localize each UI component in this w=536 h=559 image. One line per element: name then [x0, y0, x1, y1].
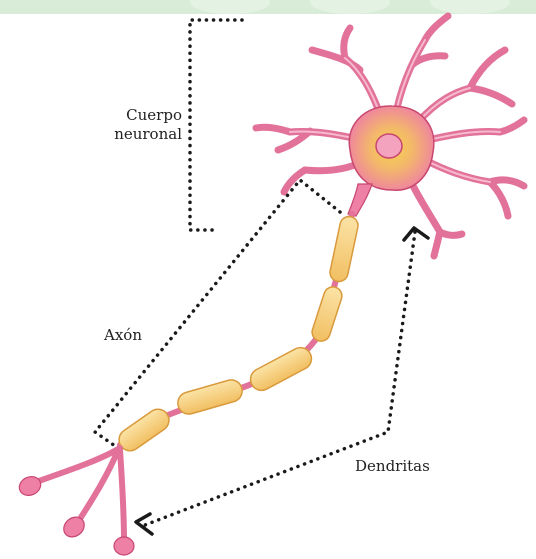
nucleus — [376, 134, 402, 158]
myelin-sheaths — [115, 215, 360, 455]
dendritas-label: Dendritas — [355, 457, 430, 476]
myelin-segment — [310, 285, 344, 344]
cuerpo-neuronal-label: Cuerpo neuronal — [96, 106, 182, 144]
cuerpo-neuronal-bracket — [190, 20, 242, 230]
cuerpo-label-line2: neuronal — [96, 125, 182, 144]
myelin-segment — [175, 377, 245, 416]
axon-terminals — [16, 448, 134, 555]
axon-label: Axón — [104, 326, 142, 345]
myelin-segment — [328, 215, 359, 283]
myelin-segment — [247, 344, 316, 394]
cuerpo-label-line1: Cuerpo — [96, 106, 182, 125]
arrowhead-up-icon — [404, 228, 428, 240]
myelin-segment — [115, 405, 173, 455]
header-band — [0, 0, 536, 14]
axon-pointer — [95, 180, 340, 448]
